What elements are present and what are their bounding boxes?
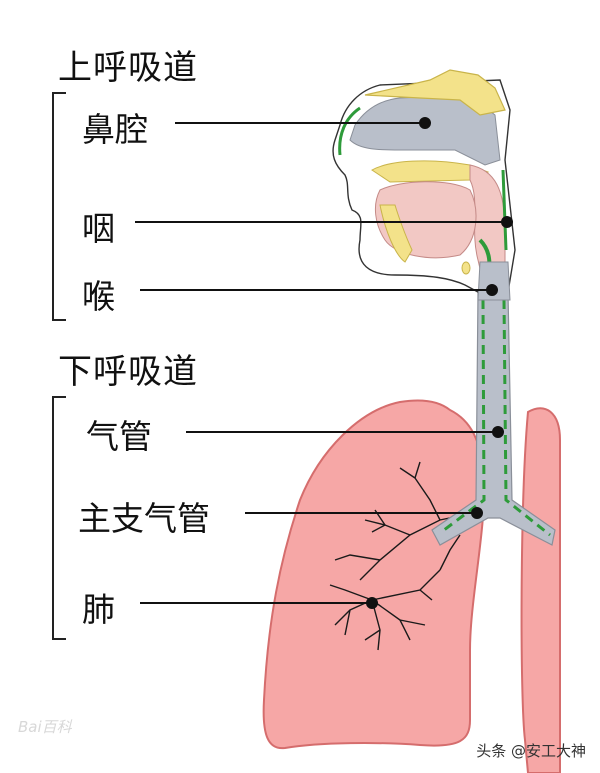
label-nasal-cavity: 鼻腔 bbox=[82, 110, 148, 149]
airway-lining-pharynx bbox=[501, 169, 508, 251]
upper-tract-heading: 上呼吸道 bbox=[58, 48, 198, 88]
trachea bbox=[431, 291, 556, 546]
lower-tract-bracket bbox=[52, 396, 66, 640]
leader-dot-pharynx bbox=[501, 216, 513, 228]
right-lung bbox=[520, 407, 561, 773]
watermark-author: 头条 @安工大神 bbox=[476, 742, 586, 760]
leader-dot-nasal bbox=[419, 117, 431, 129]
leader-dot-bronchus bbox=[471, 507, 483, 519]
upper-tract-bracket bbox=[52, 92, 66, 321]
label-main-bronchus: 主支气管 bbox=[78, 499, 210, 538]
leader-dot-lung bbox=[366, 597, 378, 609]
airway-lining-upper bbox=[338, 106, 361, 156]
label-pharynx: 咽 bbox=[82, 209, 115, 248]
watermark-baike: Bai百科 bbox=[18, 718, 72, 736]
skull-bone bbox=[364, 69, 506, 116]
jaw-bone bbox=[379, 204, 413, 263]
nasal-cavity-shape bbox=[349, 94, 501, 166]
trachea-lining bbox=[439, 299, 551, 537]
leader-dot-larynx bbox=[486, 284, 498, 296]
lower-tract-heading: 下呼吸道 bbox=[58, 352, 198, 392]
left-lung bbox=[262, 399, 486, 750]
label-lung: 肺 bbox=[82, 590, 115, 629]
hyoid-bone bbox=[461, 261, 471, 275]
label-larynx: 喉 bbox=[82, 277, 115, 316]
leader-lines bbox=[135, 117, 513, 609]
label-trachea: 气管 bbox=[86, 417, 152, 456]
leader-dot-trachea bbox=[492, 426, 504, 438]
